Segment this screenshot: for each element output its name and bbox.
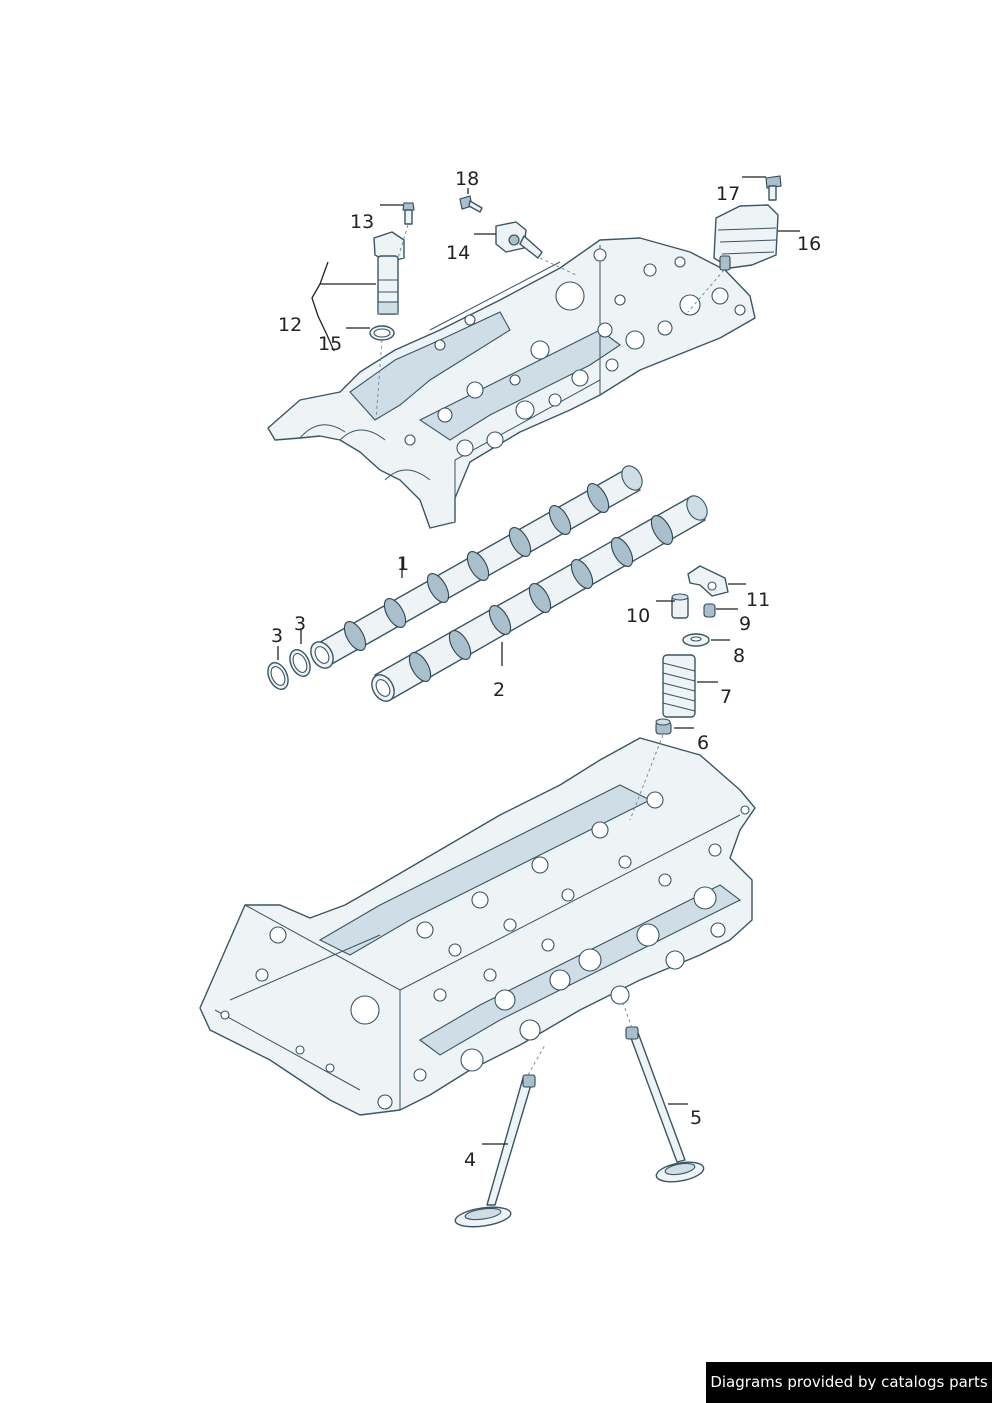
valve-exhaust <box>625 1026 705 1183</box>
part-label-6: 6 <box>697 732 709 754</box>
leader-lines <box>277 176 800 1145</box>
part-label-14: 14 <box>446 242 470 264</box>
seal-rings <box>267 649 311 690</box>
part-label-3-left: 3 <box>271 625 283 647</box>
top-components <box>369 175 782 341</box>
part-label-13: 13 <box>350 211 374 233</box>
part-label-5: 5 <box>690 1107 702 1129</box>
part-label-3-right: 3 <box>294 613 306 635</box>
camshaft-intake <box>310 465 643 669</box>
part-label-17: 17 <box>716 183 740 205</box>
part-label-18: 18 <box>455 168 479 190</box>
part-label-1: 1 <box>397 553 409 575</box>
part-label-7: 7 <box>720 686 732 708</box>
cylinder-head <box>199 737 756 1116</box>
credit-banner: Diagrams provided by catalogs parts <box>706 1362 992 1403</box>
part-label-12: 12 <box>278 314 302 336</box>
part-label-4: 4 <box>464 1149 476 1171</box>
camshaft-exhaust <box>371 495 708 702</box>
valve-intake <box>454 1074 536 1228</box>
part-label-9: 9 <box>739 613 751 635</box>
part-label-11: 11 <box>746 589 770 611</box>
part-label-15: 15 <box>318 333 342 355</box>
part-labels: 1 2 3 3 4 5 6 7 8 9 10 11 12 13 14 15 16… <box>271 168 821 1171</box>
valve-train-parts <box>655 565 729 735</box>
camshaft-housing <box>267 237 756 529</box>
part-label-8: 8 <box>733 645 745 667</box>
part-label-10: 10 <box>626 605 650 627</box>
part-label-16: 16 <box>797 233 821 255</box>
assembly-guide-lines <box>375 224 725 1076</box>
part-label-2: 2 <box>493 679 505 701</box>
